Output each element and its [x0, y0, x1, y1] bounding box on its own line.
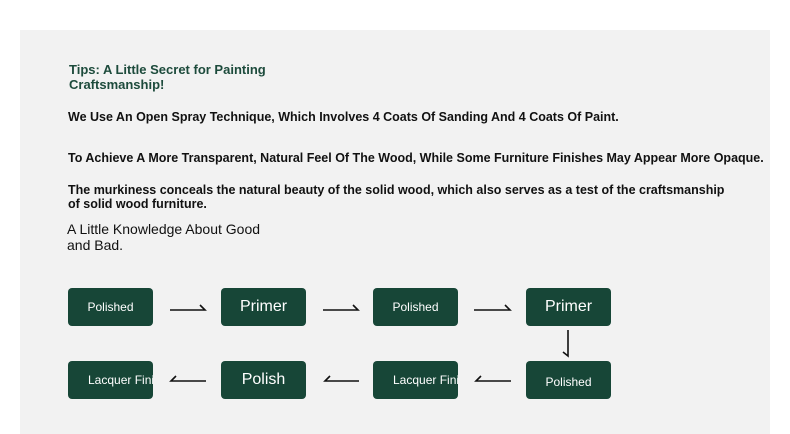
arrow-down-icon [562, 330, 569, 358]
flow-step-lacquer-finish-2: Lacquer Finish [373, 361, 458, 399]
paragraph-murkiness: The murkiness conceals the natural beaut… [68, 183, 725, 211]
flow-step-polish: Polish [221, 361, 306, 399]
arrow-left-icon [169, 375, 206, 382]
arrow-right-icon [323, 304, 360, 311]
paragraph-transparent-feel: To Achieve A More Transparent, Natural F… [68, 151, 764, 165]
flow-step-primer-1: Primer [221, 288, 306, 326]
arrow-left-icon [323, 375, 359, 382]
knowledge-heading: A Little Knowledge About Good and Bad. [67, 221, 261, 253]
paragraph-spray-technique: We Use An Open Spray Technique, Which In… [68, 110, 619, 124]
flow-step-polished-1: Polished [68, 288, 153, 326]
arrow-right-icon [474, 304, 512, 311]
flow-step-lacquer-finish-1: Lacquer Finish [68, 361, 153, 399]
flow-step-polished-2: Polished [373, 288, 458, 326]
arrow-right-icon [170, 304, 207, 311]
arrow-left-icon [474, 375, 511, 382]
flow-step-polished-3: Polished [526, 361, 611, 399]
tips-title: Tips: A Little Secret for Painting Craft… [69, 62, 266, 92]
flow-step-primer-2: Primer [526, 288, 611, 326]
